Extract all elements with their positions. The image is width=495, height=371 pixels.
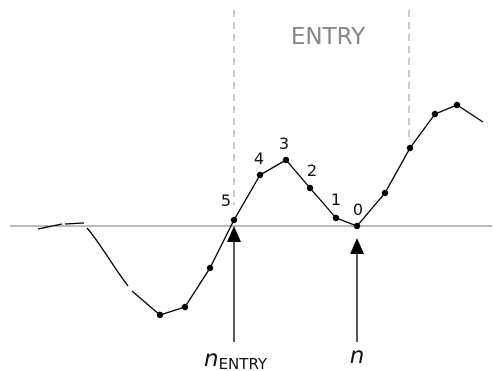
sample-point [332,214,340,222]
sample-point [230,216,238,224]
sample-point [156,311,164,319]
sample-point [353,222,361,230]
sample-points [156,101,461,319]
signal-segment [64,222,85,225]
current-index-label: n [350,343,365,369]
sample-point [431,110,439,118]
sample-point [306,184,314,192]
entry-index-main: n [204,346,219,371]
sample-label-3: 3 [279,134,289,153]
sample-point [406,144,414,152]
entry-arrowhead-icon [227,226,241,242]
sample-label-1: 1 [331,190,341,209]
entry-index-label: nENTRY [204,346,268,371]
sample-label-5: 5 [221,191,231,210]
current-arrow [350,238,364,342]
sample-label-2: 2 [307,161,317,180]
entry-arrow [227,226,241,342]
signal-segment [86,227,129,287]
current-arrowhead-icon [350,238,364,254]
sample-point [453,101,461,109]
signal-segment [131,290,161,316]
sample-point [282,156,290,164]
sample-point [181,303,189,311]
sample-point [256,171,264,179]
sample-label-0: 0 [353,200,363,219]
signal-segment [37,223,63,230]
entry-index-subscript: ENTRY [219,355,268,371]
sample-point [381,189,389,197]
sample-label-4: 4 [254,149,264,168]
sample-point [206,264,214,272]
signal-trace [159,104,484,316]
entry-region-label: ENTRY [291,24,366,50]
